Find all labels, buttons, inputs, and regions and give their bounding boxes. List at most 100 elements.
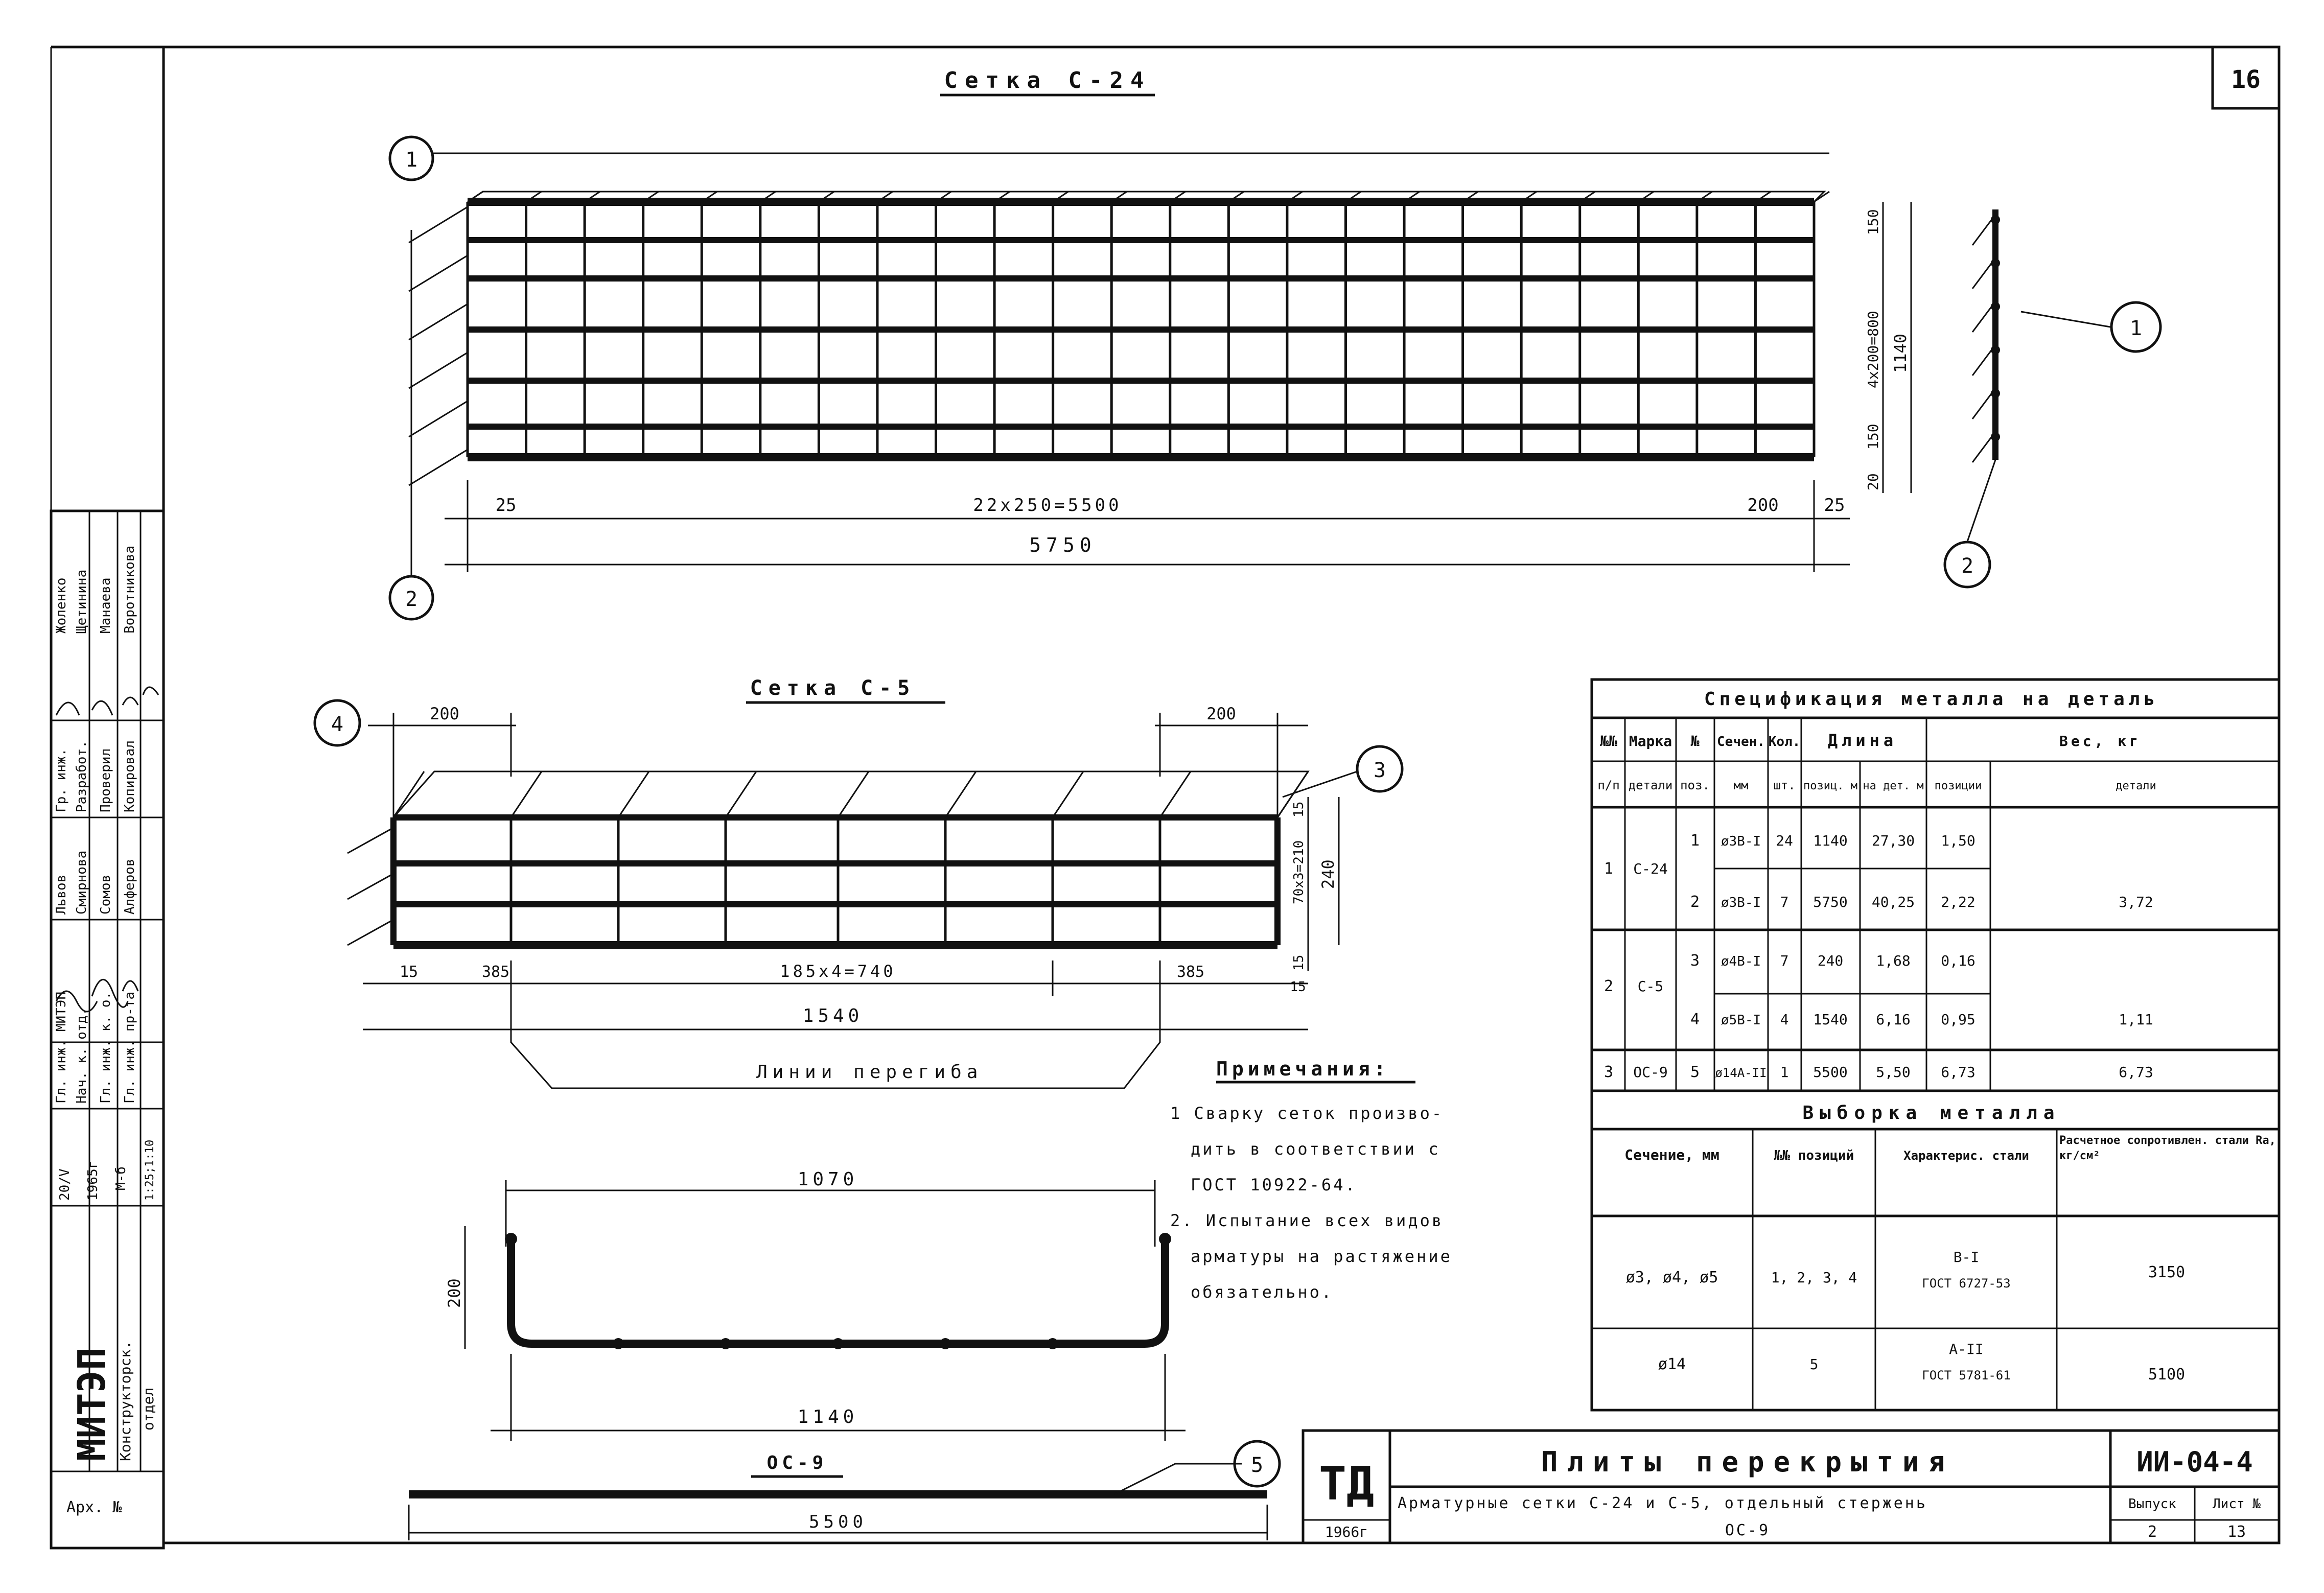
callout-4-label: 4 — [331, 713, 343, 736]
sheet-label: Лист № — [2213, 1496, 2261, 1512]
mesh-c24-cross-bar-end — [759, 191, 776, 203]
spec-r2-n: 2 — [1604, 977, 1613, 995]
mesh-c5-perspective-line — [347, 827, 394, 854]
spec-r0-wdet: 3,72 — [2119, 894, 2153, 910]
name-6: Щетинина — [74, 570, 89, 634]
title-code: ИИ-04-4 — [2136, 1446, 2253, 1478]
notes-line-1: 1 Сварку сеток произво- — [1170, 1104, 1444, 1123]
spec-r2-len: 240 — [1818, 952, 1844, 969]
mesh-c24-perspective-line — [408, 303, 468, 341]
mesh-c24-cross-bar-end — [1111, 191, 1128, 203]
sheet-number: 16 — [2231, 65, 2261, 94]
spec-r1-len: 5750 — [1813, 894, 1847, 910]
mesh-c24-cross-bar-end — [1755, 191, 1772, 203]
mesh-c24-cross-bar-end — [877, 191, 893, 203]
dept-line-2: отдел — [140, 1388, 157, 1431]
sample-h1: №№ позиций — [1774, 1148, 1854, 1163]
name-3: Сомов — [98, 875, 113, 915]
spec-h2-6: на дет. м — [1863, 780, 1923, 792]
mesh-c24-perspective-line — [408, 352, 468, 389]
spec-r2-qty: 7 — [1780, 952, 1789, 969]
mesh-c5-dim-r3: 15 — [1291, 955, 1307, 971]
mesh-c5-cross-bar-end — [837, 771, 870, 818]
role-6: Разработ. — [74, 740, 89, 812]
mesh-c5-cross-bar-end — [617, 771, 650, 818]
role-5: Гр. инж. — [54, 748, 69, 812]
scale-1: М-б — [113, 1166, 129, 1190]
scale-2: 1:25;1:10 — [144, 1140, 156, 1201]
spec-h2-5: позиц. м — [1803, 780, 1857, 792]
mesh-c24-dim-height: 1140 — [1891, 334, 1910, 373]
mesh-c24-cross-bar-end — [584, 191, 600, 203]
sample-r1-ra: 5100 — [2148, 1366, 2185, 1384]
callout-1-right-label: 1 — [2130, 317, 2142, 340]
notes-line-4: 2. Испытание всех видов — [1170, 1211, 1444, 1230]
spec-h2-4: шт. — [1773, 778, 1795, 792]
spec-r3-qty: 4 — [1780, 1011, 1789, 1028]
notes-line-3: ГОСТ 10922-64. — [1191, 1175, 1357, 1194]
mesh-c24-cross-bar-end — [1169, 191, 1186, 203]
mesh-c5-dim-r2: 70х3=210 — [1291, 840, 1307, 904]
callout-3 — [1356, 745, 1404, 793]
issue-label: Выпуск — [2128, 1496, 2176, 1512]
mesh-c5-cross-bar-end — [1276, 771, 1309, 818]
sample-title: Выборка металла — [1802, 1103, 2060, 1123]
mesh-c24-perspective-line — [408, 449, 468, 486]
spec-r3-sec: ø5В-I — [1721, 1013, 1761, 1028]
mesh-c24-cross-bar-end — [525, 191, 542, 203]
sample-r0-steel-b: ГОСТ 6727-53 — [1922, 1276, 2010, 1291]
notes-line-6: обязательно. — [1191, 1282, 1333, 1302]
notes: Примечания: 1 Сварку сеток произво- дить… — [1170, 1058, 1450, 1302]
callout-1-left-label: 1 — [405, 148, 417, 172]
mesh-c5-dim-b4: 385 — [1177, 963, 1204, 981]
mesh-c24-dim-r4: 20 — [1865, 473, 1881, 490]
spec-r4-wpos: 6,73 — [1941, 1064, 1975, 1081]
callout-1-right — [2110, 301, 2162, 353]
mesh-c5-cross-bar-end — [1159, 771, 1192, 818]
bent-rod-dots — [505, 1233, 1171, 1349]
mesh-c24-perspective-line — [408, 400, 468, 438]
mesh-c24-cross-bar-end — [818, 191, 835, 203]
spec-r0-qty: 24 — [1776, 832, 1793, 849]
mesh-c24-cross-bar-end — [1345, 191, 1362, 203]
callout-1-left — [388, 135, 434, 181]
spec-r2-sec: ø4В-I — [1721, 954, 1761, 969]
sheet-value: 13 — [2227, 1523, 2246, 1541]
bent-dim-top: 1070 — [798, 1169, 858, 1190]
notes-line-2: дить в соответствии с — [1191, 1139, 1440, 1159]
mesh-c5-cross-bar-end — [725, 771, 757, 818]
mesh-c24-cross-bar-end — [1579, 191, 1596, 203]
mesh-c24-dim-1: 25 — [496, 495, 517, 516]
notes-heading: Примечания: — [1216, 1058, 1390, 1080]
spec-h2-2: поз. — [1680, 778, 1710, 792]
rod-title: ОС-9 — [767, 1453, 828, 1473]
mesh-c5: Сетка С-5 200 200 4 3 15 385 185х4=740 3… — [313, 676, 1404, 1089]
spec-r2-wdet: 1,11 — [2119, 1011, 2153, 1028]
mesh-c24-grid — [408, 191, 1830, 486]
spec-r4-pos: 5 — [1690, 1063, 1700, 1081]
mesh-c24-cross-bar-end — [1287, 191, 1303, 203]
bent-dim-side: 200 — [445, 1278, 464, 1308]
spec-r2-lendet: 1,68 — [1876, 952, 1910, 969]
spec-r2-pos: 3 — [1690, 952, 1700, 970]
mesh-c5-perspective-line — [347, 873, 394, 900]
sample-r0-ra: 3150 — [2148, 1263, 2185, 1281]
spec-r1-lendet: 40,25 — [1872, 894, 1915, 910]
role-7: Проверил — [98, 748, 113, 812]
institute-name: МИТЭП — [70, 1347, 114, 1461]
mesh-c24-cross-bar-end — [701, 191, 718, 203]
role-3: Гл. инж. к. о. — [98, 992, 113, 1104]
sample-h3: Расчетное сопротивлен. стали Ra, кг/см² — [2059, 1134, 2276, 1162]
date-2: 1965г — [85, 1161, 101, 1201]
title-subtitle-2: ОС-9 — [1725, 1521, 1770, 1539]
mesh-c24-title: Сетка С-24 — [944, 67, 1151, 93]
callout-2-right-label: 2 — [1961, 554, 1973, 578]
mesh-c24-cross-bar-end — [642, 191, 659, 203]
spec-h1-5: Длина — [1828, 731, 1897, 750]
spec-h1-6: Вес, кг — [2059, 733, 2141, 749]
mesh-c5-dim-b3: 185х4=740 — [780, 962, 896, 981]
mesh-c24-cross-bar-end — [1404, 191, 1420, 203]
sample-r1-pos: 5 — [1810, 1356, 1819, 1373]
spec-r3-lendet: 6,16 — [1876, 1011, 1910, 1028]
spec-r2-wpos: 0,16 — [1941, 952, 1975, 969]
